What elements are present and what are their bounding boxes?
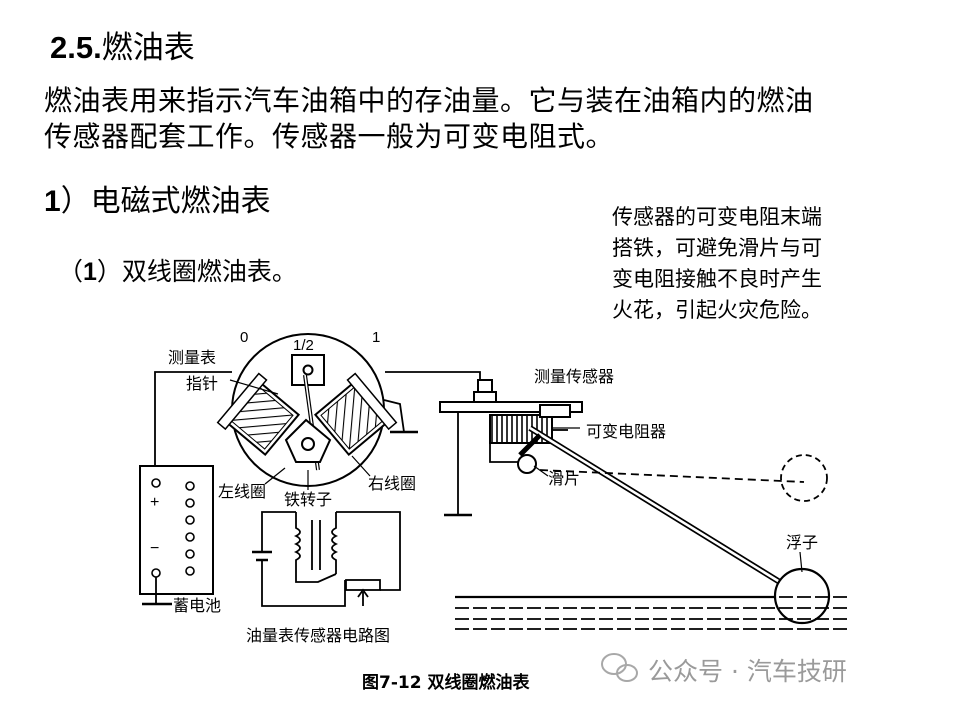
leader-lines	[229, 379, 803, 573]
watermark: 公众号 · 汽车技研	[648, 657, 847, 686]
gauge-label: 测量表	[168, 348, 216, 367]
right-coil-label: 右线圈	[368, 474, 416, 493]
gauge-wiring	[154, 371, 481, 466]
heading-1-number: 1	[44, 185, 61, 218]
resistor-label: 可变电阻器	[586, 422, 666, 441]
scale-1-label: 1	[372, 329, 380, 346]
float-label: 浮子	[786, 533, 818, 552]
rotor-label: 铁转子	[284, 490, 332, 509]
heading-2-number: 1	[83, 258, 97, 286]
scale-0-label: 0	[240, 329, 248, 346]
intro-line-1: 燃油表用来指示汽车油箱中的存油量。它与装在油箱内的燃油	[44, 84, 814, 117]
wechat-icon	[601, 653, 638, 682]
circuit-schematic	[252, 511, 401, 607]
section-title: 2.5.燃油表	[50, 22, 195, 67]
heading-1-text: ）电磁式燃油表	[60, 184, 271, 219]
note-line-2: 搭铁，可避免滑片与可	[612, 236, 822, 260]
battery-plus-label: +	[150, 494, 159, 511]
right-coil	[313, 372, 398, 457]
slider-label: 滑片	[548, 469, 580, 488]
iron-rotor	[284, 418, 332, 463]
circuit-label: 油量表传感器电路图	[246, 626, 390, 645]
sensor-label: 测量传感器	[534, 367, 614, 386]
float-arm	[517, 425, 831, 625]
note-line-4: 火花，引起火灾危险。	[612, 298, 822, 322]
pointer-label: 指针	[186, 374, 218, 393]
sensor-assembly	[439, 379, 583, 444]
left-coil-label: 左线圈	[218, 482, 266, 501]
section-title-text: 燃油表	[101, 30, 195, 66]
heading-2-prefix: （	[58, 257, 84, 286]
battery-label: 蓄电池	[173, 596, 221, 615]
heading-2-text: ）双线圈燃油表。	[96, 257, 297, 286]
heading-1: 1）电磁式燃油表	[44, 176, 271, 220]
scale-half-label: 1/2	[293, 337, 314, 354]
section-number: 2.5.	[50, 30, 102, 65]
figure-caption: 图7-12 双线圈燃油表	[362, 673, 530, 693]
note-line-1: 传感器的可变电阻末端	[612, 205, 822, 229]
note-line-3: 变电阻接触不良时产生	[612, 267, 822, 291]
battery	[139, 465, 214, 606]
intro-line-2: 传感器配套工作。传感器一般为可变电阻式。	[44, 120, 615, 153]
heading-2: （1）双线圈燃油表。	[58, 252, 297, 288]
sensor-wiring	[444, 412, 568, 517]
battery-minus-label: −	[150, 540, 159, 557]
